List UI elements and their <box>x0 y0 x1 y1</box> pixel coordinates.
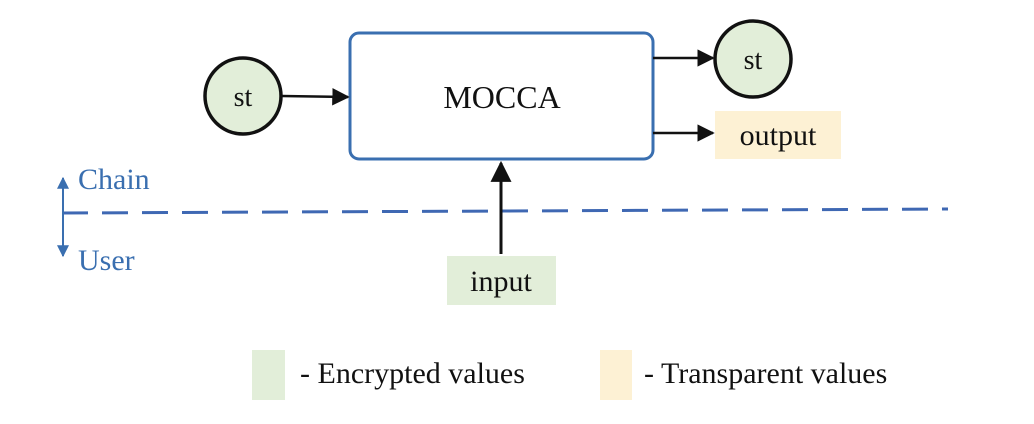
state-in-circle <box>203 56 283 136</box>
state-out-label: st <box>744 45 763 76</box>
legend-transparent-label: - Transparent values <box>644 357 887 390</box>
input-label: input <box>470 265 532 298</box>
mocca-box <box>348 31 655 161</box>
chain-label: Chain <box>78 163 150 196</box>
output-box <box>715 111 841 159</box>
chain-user-boundary <box>61 207 949 215</box>
legend-transparent-swatch <box>600 350 632 400</box>
legend-encrypted-swatch <box>252 350 285 400</box>
state-in-arrow <box>281 88 350 106</box>
mocca-label: MOCCA <box>443 79 560 115</box>
state-out-circle <box>713 19 793 99</box>
legend-encrypted-label: - Encrypted values <box>300 357 525 390</box>
output-label: output <box>740 119 817 152</box>
user-label: User <box>78 244 135 277</box>
input-box <box>447 256 556 305</box>
state-in-label: st <box>234 82 253 113</box>
